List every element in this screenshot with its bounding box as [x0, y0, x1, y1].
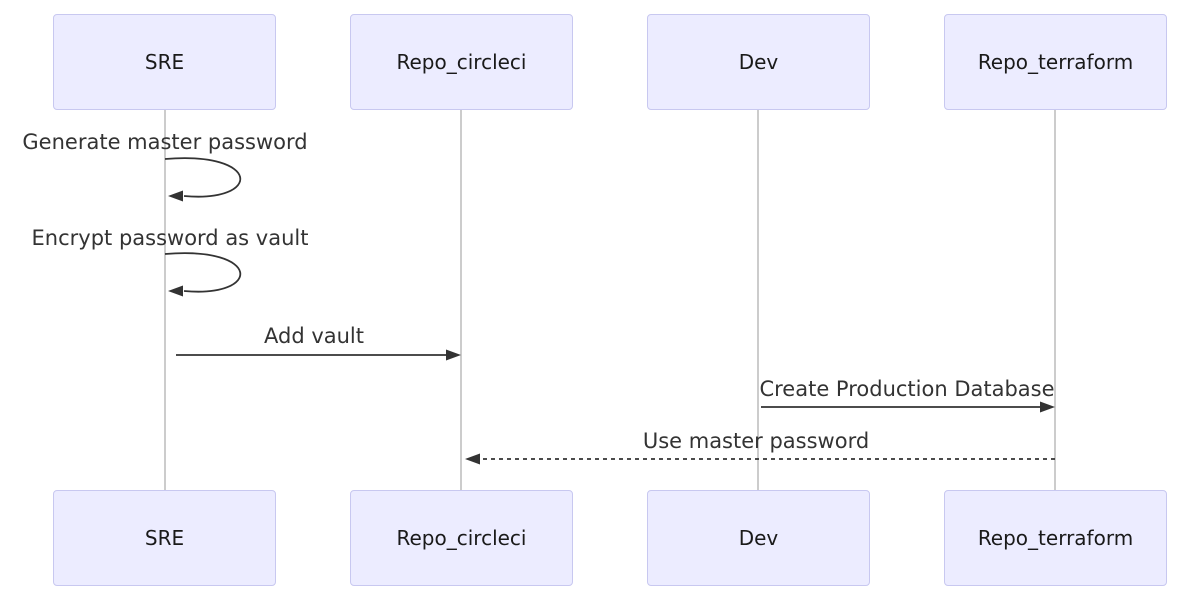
arrowhead-add-vault	[446, 349, 461, 361]
arrowhead-use-master-password	[465, 453, 480, 465]
actor-bottom-repo-terraform: Repo_terraform	[944, 490, 1167, 586]
actor-bottom-dev: Dev	[647, 490, 870, 586]
actor-bottom-sre: SRE	[53, 490, 276, 586]
actor-label: Repo_circleci	[396, 526, 527, 550]
message-label-encrypt-password-as-vault: Encrypt password as vault	[31, 226, 309, 250]
self-loop-encrypt-password-as-vault	[164, 252, 242, 293]
actor-label: SRE	[144, 526, 185, 550]
arrowhead-self-loop-1	[168, 190, 183, 202]
self-loop-generate-master-password	[164, 157, 242, 198]
actor-top-repo-circleci: Repo_circleci	[350, 14, 573, 110]
actor-label: SRE	[144, 50, 185, 74]
actor-label: Repo_circleci	[396, 50, 527, 74]
arrowhead-self-loop-2	[168, 285, 183, 297]
actor-label: Dev	[738, 50, 779, 74]
message-label-generate-master-password: Generate master password	[22, 130, 308, 154]
arrowhead-create-production-database	[1040, 401, 1055, 413]
actor-top-dev: Dev	[647, 14, 870, 110]
actor-label: Repo_terraform	[977, 526, 1134, 550]
actor-label: Dev	[738, 526, 779, 550]
actor-bottom-repo-circleci: Repo_circleci	[350, 490, 573, 586]
message-label-add-vault: Add vault	[263, 324, 365, 348]
actor-top-repo-terraform: Repo_terraform	[944, 14, 1167, 110]
message-label-use-master-password: Use master password	[642, 429, 870, 453]
actor-top-sre: SRE	[53, 14, 276, 110]
actor-label: Repo_terraform	[977, 50, 1134, 74]
message-label-create-production-database: Create Production Database	[759, 377, 1055, 401]
